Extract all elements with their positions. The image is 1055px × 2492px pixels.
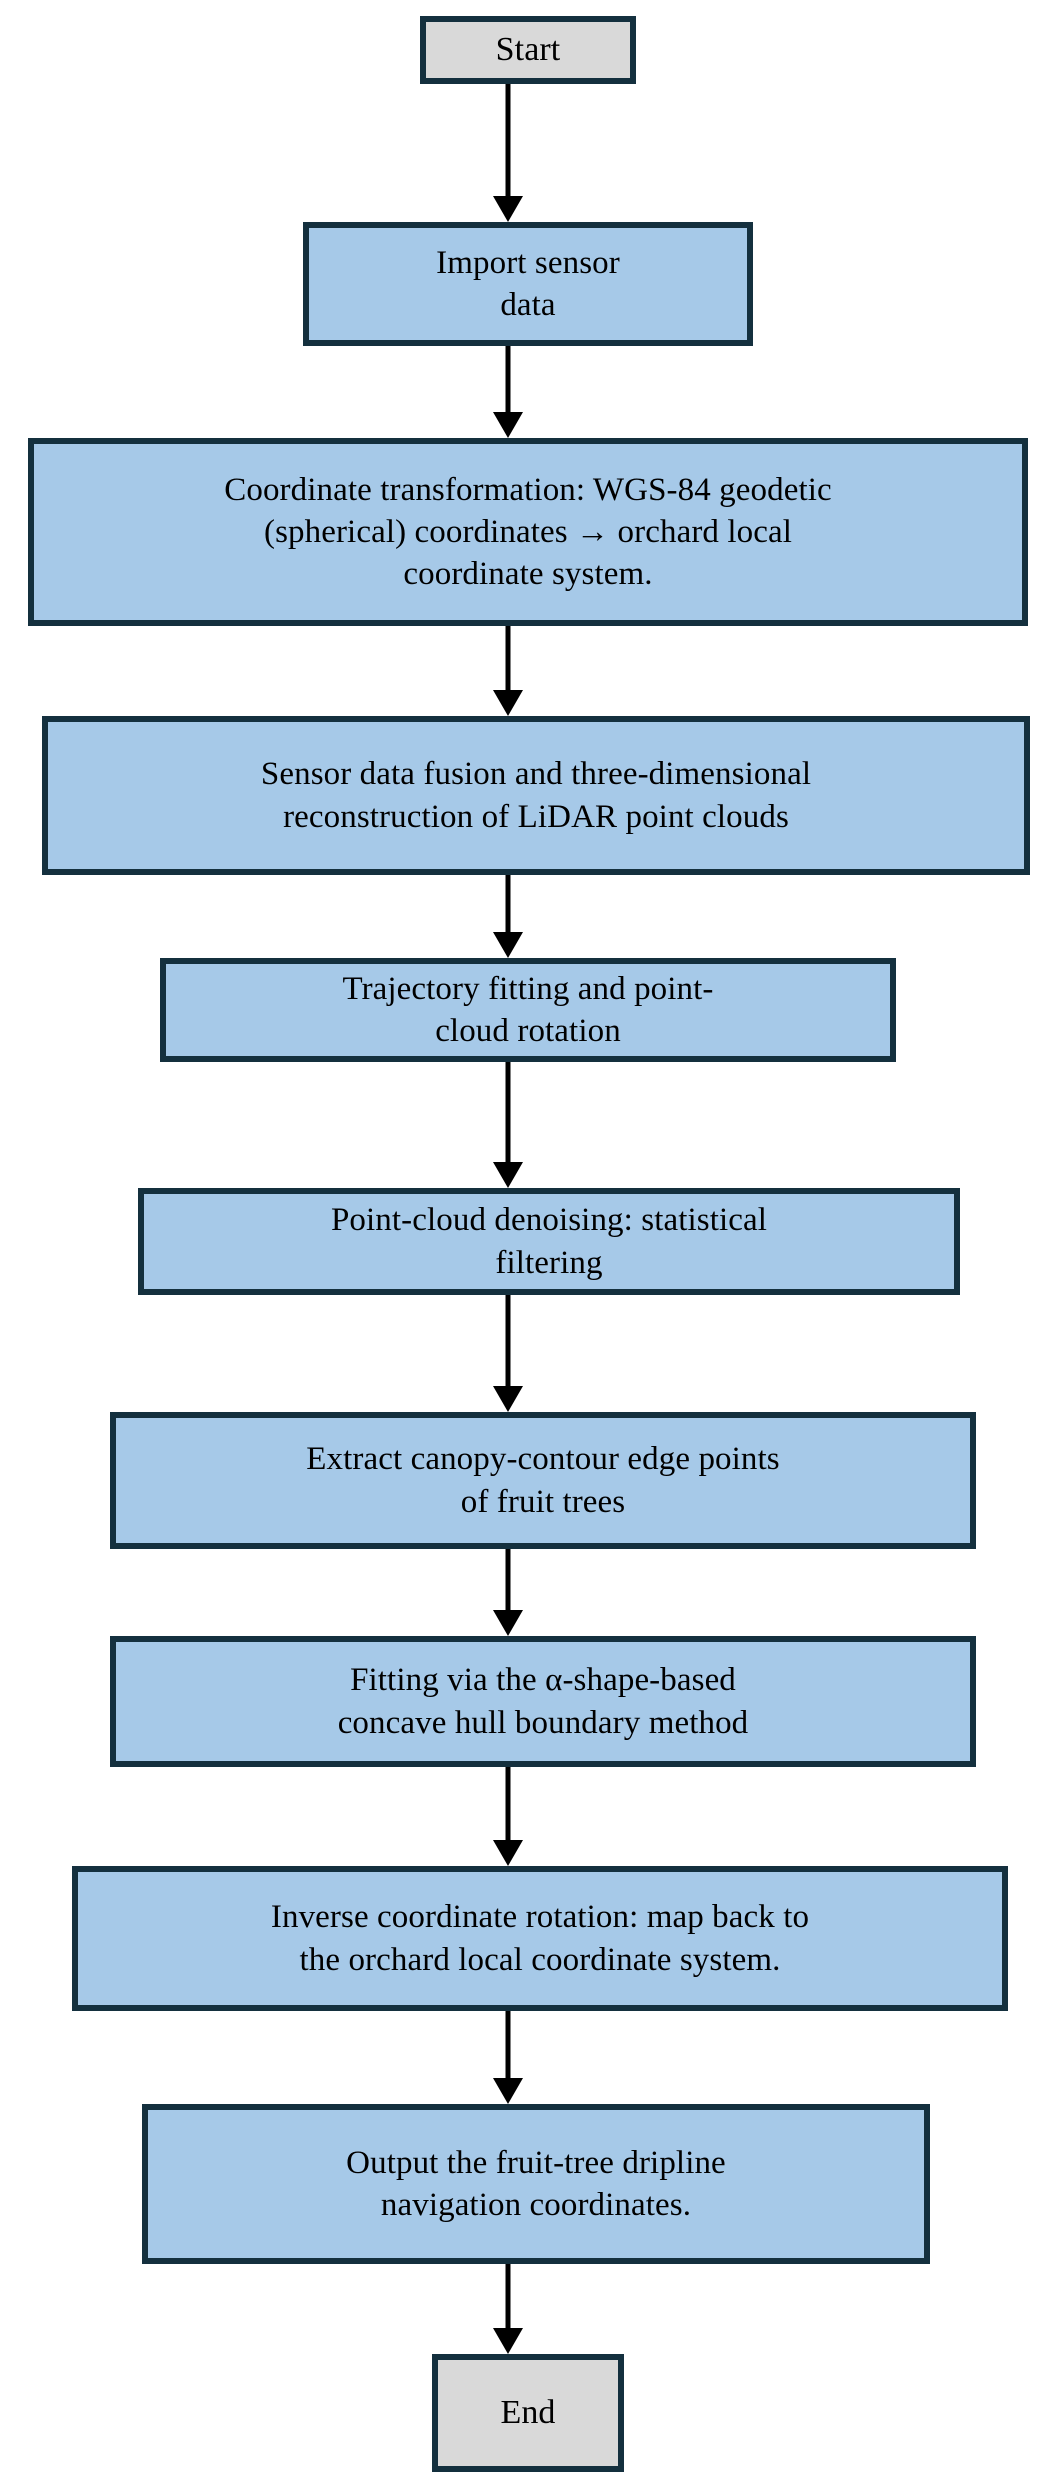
connector-arrow-import-to-coordinate bbox=[488, 346, 528, 438]
connector-arrow-output-to-end bbox=[488, 2264, 528, 2354]
arrow-head-icon bbox=[493, 2078, 523, 2104]
arrow-head-icon bbox=[493, 196, 523, 222]
flow-node-alpha-shape-fitting: Fitting via the α-shape-based concave hu… bbox=[110, 1636, 976, 1767]
flow-node-start: Start bbox=[420, 16, 636, 84]
flow-node-denoising: Point-cloud denoising: statistical filte… bbox=[138, 1188, 960, 1295]
connector-arrow-coordinate-to-fusion bbox=[488, 626, 528, 716]
flow-node-import-sensor-data: Import sensor data bbox=[303, 222, 753, 346]
connector-arrow-fusion-to-trajectory bbox=[488, 875, 528, 958]
arrow-head-icon bbox=[493, 932, 523, 958]
connector-arrow-alpha-to-inverse bbox=[488, 1767, 528, 1866]
flow-node-label: Inverse coordinate rotation: map back to… bbox=[270, 1899, 810, 1978]
flow-node-label: Import sensor data bbox=[436, 244, 620, 323]
connector-arrow-trajectory-to-denoising bbox=[488, 1062, 528, 1188]
flow-node-label: Coordinate transformation: WGS-84 geodet… bbox=[224, 471, 832, 593]
connector-arrow-inverse-to-output bbox=[488, 2011, 528, 2104]
flow-node-label: Sensor data fusion and three-dimensional… bbox=[260, 756, 812, 835]
flow-node-label: Output the fruit-tree dripline navigatio… bbox=[346, 2144, 726, 2223]
flow-node-inverse-rotation: Inverse coordinate rotation: map back to… bbox=[72, 1866, 1008, 2011]
arrow-head-icon bbox=[493, 1386, 523, 1412]
arrow-head-icon bbox=[493, 1610, 523, 1636]
flow-node-label: Start bbox=[495, 31, 561, 69]
arrow-head-icon bbox=[493, 1162, 523, 1188]
flow-node-label: Point-cloud denoising: statistical filte… bbox=[330, 1202, 768, 1281]
connector-arrow-start-to-import bbox=[488, 84, 528, 222]
connector-arrow-denoising-to-extract bbox=[488, 1295, 528, 1412]
arrow-head-icon bbox=[493, 690, 523, 716]
flow-node-extract-canopy-edges: Extract canopy-contour edge points of fr… bbox=[110, 1412, 976, 1549]
flow-node-coordinate-transformation: Coordinate transformation: WGS-84 geodet… bbox=[28, 438, 1028, 626]
arrow-head-icon bbox=[493, 2328, 523, 2354]
connector-arrow-extract-to-alpha bbox=[488, 1549, 528, 1636]
flow-node-output-coordinates: Output the fruit-tree dripline navigatio… bbox=[142, 2104, 930, 2264]
arrow-head-icon bbox=[493, 1840, 523, 1866]
flow-node-label: End bbox=[500, 2394, 556, 2432]
flow-node-sensor-fusion-reconstruction: Sensor data fusion and three-dimensional… bbox=[42, 716, 1030, 875]
flow-node-label: Trajectory fitting and point- cloud rota… bbox=[342, 970, 714, 1049]
flow-node-trajectory-fitting: Trajectory fitting and point- cloud rota… bbox=[160, 958, 896, 1062]
flow-node-end: End bbox=[432, 2354, 624, 2472]
flow-node-label: Extract canopy-contour edge points of fr… bbox=[306, 1441, 780, 1520]
arrow-head-icon bbox=[493, 412, 523, 438]
flow-node-label: Fitting via the α-shape-based concave hu… bbox=[337, 1662, 749, 1741]
